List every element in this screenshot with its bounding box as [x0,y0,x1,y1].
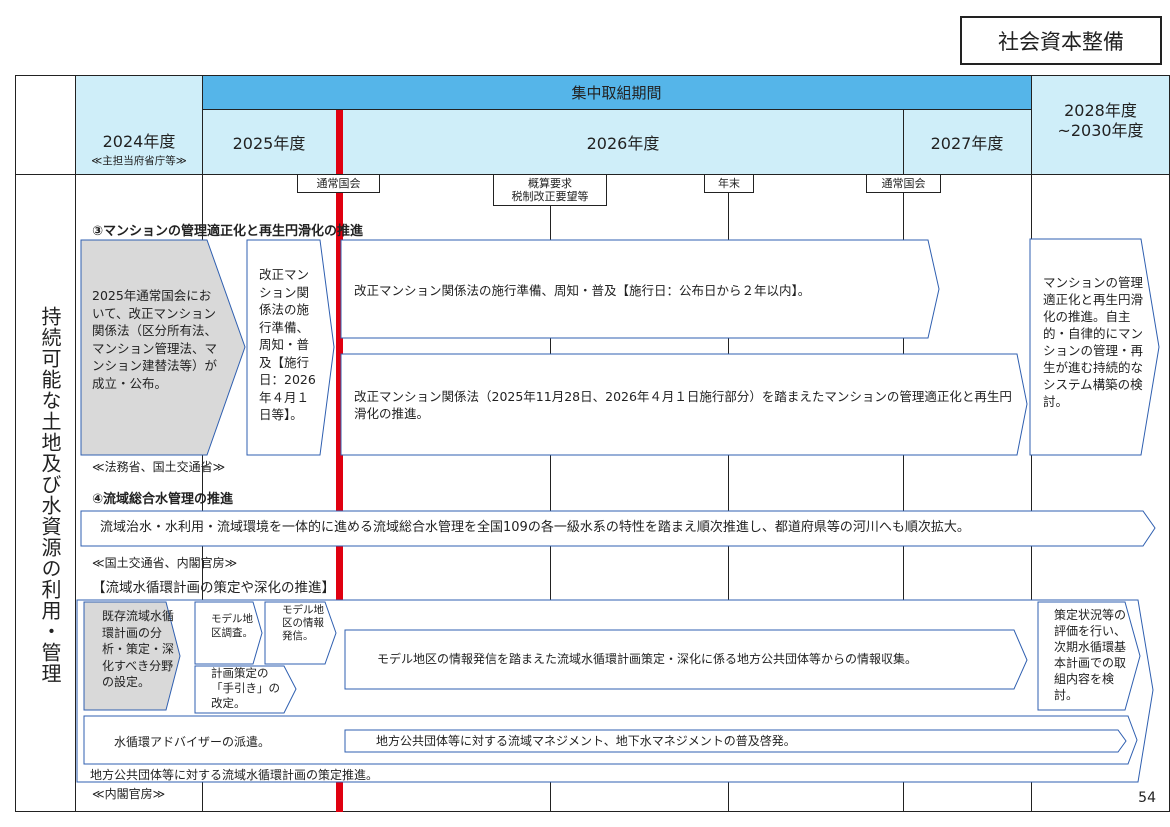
event-year-end: 年末 [704,174,754,193]
arrow1-shape [340,239,940,339]
arrow-collect-text: モデル地区の情報発信を踏まえた流域水循環計画策定・深化に係る地方公共団体等からの… [377,652,918,666]
sub-title: 【流域水循環計画の策定や深化の推進】 [92,580,335,596]
row-title: 持続可能な土地及び水資源の利用・管理 [38,306,62,684]
advisor-text: 水循環アドバイザーの派遣。 [114,735,271,749]
header-bg-2024 [76,76,202,174]
box-2025-text: 改正マンション関係法の施行準備、周知・普及【施行日：2026年４月１日等】。 [259,267,316,422]
box-2024-shape [80,239,246,456]
event-diet-2: 通常国会 [866,174,941,193]
box-info-text: モデル地区の情報発信。 [282,604,324,642]
grid-col-2027 [903,109,904,812]
box-2025-shape [246,239,335,456]
box-analysis-shape [83,601,181,711]
page-number: 54 [1138,790,1156,806]
arrow-spread-shape [344,729,1127,753]
year-2028-line1: 2028年度 [1064,101,1137,120]
box-2028-text: マンションの管理適正化と再生円滑化の推進。自主的・自律的にマンションの管理・再生… [1043,275,1144,409]
arrow2-shape [340,353,1028,456]
section3-title: ③マンションの管理適正化と再生円滑化の推進 [92,224,364,239]
year-2025: 2025年度 [232,133,306,153]
focus-divider [202,109,1031,110]
event-budget: 概算要求 税制改正要望等 [493,174,607,206]
grid-col-1 [75,75,76,812]
section4-title: ④流域総合水管理の推進 [92,492,234,507]
box-info-shape [264,601,337,665]
section3-ministry: ≪法務省、国土交通省≫ [92,460,226,474]
box-eval-shape [1037,601,1141,711]
arrow-basin-shape [80,510,1156,547]
year-2024: 2024年度 [102,132,176,151]
year-2028-cell: 2028年度 ~2030年度 [1031,101,1170,141]
grid-month-1 [550,174,551,812]
event-budget-l1: 概算要求 [528,177,572,190]
year-2024-sub: ≪主担当府省庁等≫ [91,155,187,167]
arrow1-text: 改正マンション関係法の施行準備、周知・普及【施行日：公布日から２年以内】。 [354,283,811,298]
arrow-spread-text: 地方公共団体等に対する流域マネジメント、地下水マネジメントの普及啓発。 [376,734,796,748]
event-diet-1: 通常国会 [297,174,380,193]
outer-text: 地方公共団体等に対する流域水循環計画の策定推進。 [90,768,379,782]
box-2024-text: 2025年通常国会において、改正マンション関係法（区分所有法、マンション管理法、… [92,288,218,391]
box-model-shape [194,601,263,665]
box-model-text: モデル地区調査。 [211,613,253,639]
header-bg-2028 [1031,76,1170,174]
arrow2-text: 改正マンション関係法（2025年11月28日、2026年４月１日施行部分）を踏ま… [354,389,1012,421]
box-guide-shape [194,665,297,714]
category-tag: 社会資本整備 [960,16,1162,65]
section4-ministry: ≪国土交通省、内閣官房≫ [92,556,238,570]
arrow-collect-shape [344,629,1028,690]
sub-ministry: ≪内閣官房≫ [92,787,166,801]
year-2028-line2: ~2030年度 [1057,121,1144,140]
box-eval-text: 策定状況等の評価を行い、次期水循環基本計画での取組内容を検討。 [1054,608,1127,702]
box-2028-shape [1029,238,1160,456]
event-budget-l2: 税制改正要望等 [511,190,589,203]
focus-period-bar [202,76,1031,109]
focus-period-label: 集中取組期間 [571,84,662,102]
arrow-basin-text: 流域治水・水利用・流域環境を一体的に進める流域総合水管理を全国109の各一級水系… [100,520,970,535]
year-2024-cell: 2024年度 ≪主担当府省庁等≫ [76,128,202,168]
box-guide-text: 計画策定の「手引き」の改定。 [211,666,280,710]
box-analysis-text: 既存流域水循環計画の分析・策定・深化すべき分野の設定。 [102,609,175,689]
year-2026: 2026年度 [586,133,660,153]
grid-month-2 [728,174,729,812]
current-date-line [336,110,343,812]
year-2027: 2027年度 [930,133,1004,153]
